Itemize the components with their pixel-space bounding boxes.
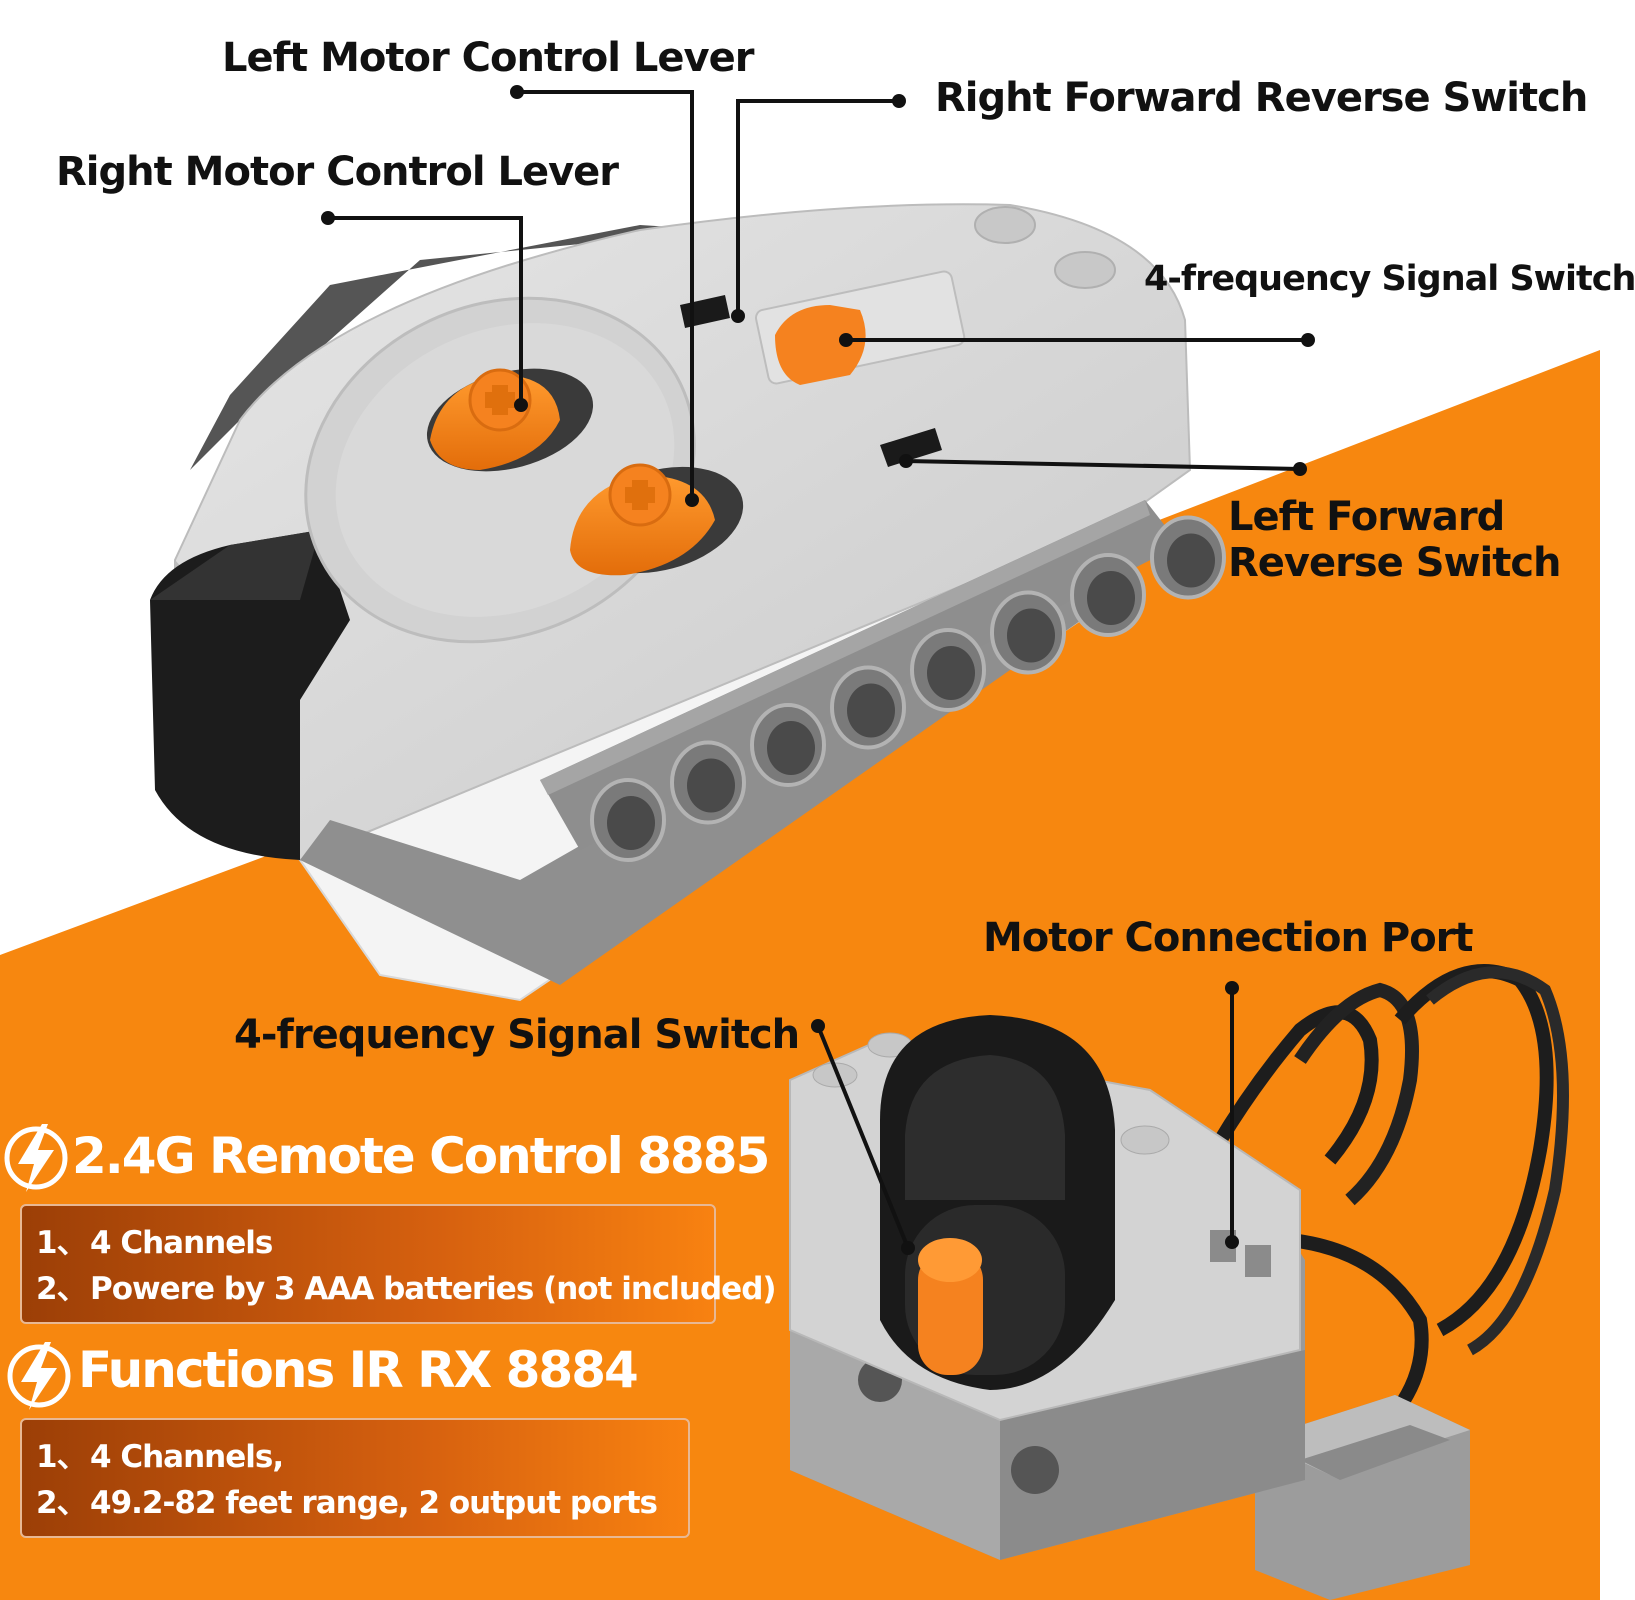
label-motor-port: Motor Connection Port [983,915,1474,961]
product-title-remote: 2.4G Remote Control 8885 [72,1127,770,1185]
spec-text: 4 Channels [90,1225,273,1261]
beam-hole-inner [607,796,655,850]
beam-hole-inner [1007,608,1055,663]
label-left-fr-switch-line2: Reverse Switch [1228,540,1562,586]
spec-line: 2、Powere by 3 AAA batteries (not include… [36,1266,777,1312]
beam-hole-inner [1167,533,1215,588]
label-left-fr-switch-line1: Left Forward [1228,494,1505,540]
leader-lines [328,90,1308,1249]
spec-number: 2、 [36,1271,88,1307]
label-left-motor-lever: Left Motor Control Lever [222,35,754,81]
spec-line: 2、49.2-82 feet range, 2 output ports [36,1480,674,1526]
beam-hole-inner [767,721,815,775]
spec-number: 1、 [36,1225,88,1261]
beam-hole-inner [1087,571,1135,625]
spec-line: 1、4 Channels, [36,1434,674,1480]
spec-number: 2、 [36,1485,88,1521]
label-right-fr-switch: Right Forward Reverse Switch [935,75,1588,121]
label-freq-switch-bottom: 4-frequency Signal Switch [234,1012,800,1058]
spec-box-remote: 1、4 Channels 2、Powere by 3 AAA batteries… [20,1204,777,1324]
spec-text: 49.2-82 feet range, 2 output ports [90,1485,658,1521]
leader-dots [321,85,1315,1255]
product-illustration [0,85,1600,1600]
beam-hole-inner [847,683,895,738]
label-freq-switch-top: 4-frequency Signal Switch [1144,259,1635,299]
ir-receiver-illustration [789,964,1569,1600]
beam-holes [590,515,1226,862]
lightning-bolt-icon [4,1124,68,1192]
lightning-bolt-icon [7,1342,71,1410]
beam-hole-inner [687,758,735,813]
spec-text: Powere by 3 AAA batteries (not included) [90,1271,777,1307]
spec-text: 4 Channels, [90,1439,284,1475]
beam-hole-inner [927,646,975,700]
label-right-motor-lever: Right Motor Control Lever [56,149,619,195]
spec-box-receiver: 1、4 Channels, 2、49.2-82 feet range, 2 ou… [20,1418,690,1538]
spec-number: 1、 [36,1439,88,1475]
spec-line: 1、4 Channels [36,1220,700,1266]
product-title-receiver: Functions IR RX 8884 [78,1341,639,1399]
